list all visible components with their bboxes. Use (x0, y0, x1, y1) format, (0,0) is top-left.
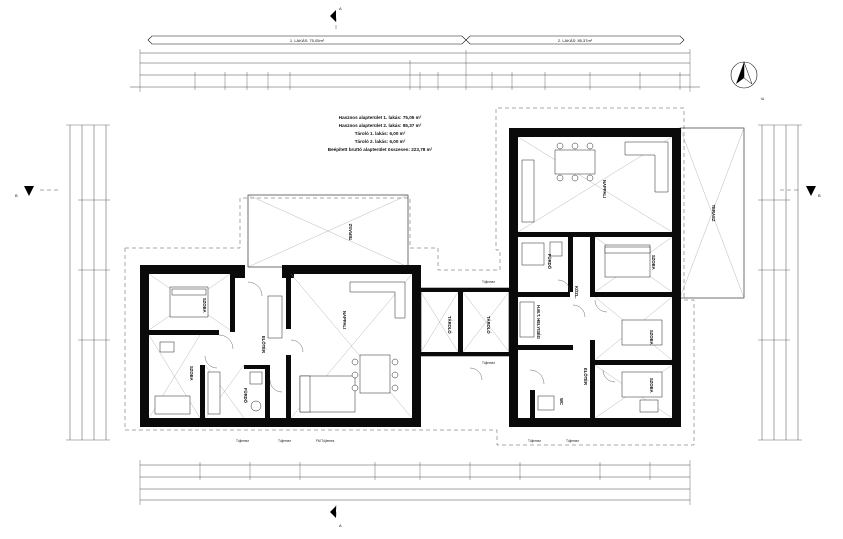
room-label-terasz-left: TERASZ (348, 223, 353, 240)
room-label-szoba-1: SZOBA (202, 298, 207, 313)
dwelling-1-walls (140, 265, 421, 427)
dwelling-2-walls (509, 128, 681, 427)
summary-line-2: Hasznos alapterület 2. lakás: 85,37 m² (339, 123, 422, 128)
room-label-eloter-right: ELŐTÉR (583, 368, 588, 385)
footer-label: Tújlemez (236, 439, 249, 443)
door-swings (204, 279, 616, 393)
terrace-right: TERASZ (679, 127, 745, 299)
side-dimension-chains (66, 124, 802, 441)
summary-line-4: Tároló 2. lakás: 6,00 m² (355, 139, 406, 144)
room-label-nappali-right: NAPPALI (602, 180, 607, 198)
eaves-outline (124, 107, 695, 446)
bottom-dimension-chains (139, 460, 691, 505)
storage-walls (420, 287, 510, 357)
footer-label: FM Tújlemez (316, 439, 335, 443)
summary-line-3: Tároló 1. lakás: 6,00 m² (355, 131, 406, 136)
dwelling-2-band-label: 2. LAKÁS: 85,37m² (558, 38, 593, 43)
dwelling-1-room-labels: SZOBA SZOBA FÜRDŐ ELŐTÉR NAPPALI TÁROLÓ … (189, 298, 491, 404)
footer-label: Tújlemez (482, 280, 495, 284)
room-label-szoba-3: SZOBA (651, 255, 656, 270)
room-label-wc: WC (559, 398, 564, 405)
top-dimension-chains: 1. LAKÁS: 75,05m² 2. LAKÁS: 85,37m² (130, 35, 700, 92)
footer-label: Tújlemez (278, 439, 291, 443)
section-marker-a-bottom: A (330, 505, 342, 528)
svg-text:B: B (15, 193, 18, 198)
area-summary: Hasznos alapterület 1. lakás: 75,05 m² H… (328, 115, 433, 152)
room-label-tarolo-1: TÁROLÓ (447, 316, 452, 334)
section-marker-a-top: A (330, 6, 342, 30)
summary-line-1: Hasznos alapterület 1. lakás: 75,05 m² (339, 115, 422, 120)
section-marker-b-right: B (780, 186, 821, 198)
room-label-szoba-2: SZOBA (189, 366, 194, 381)
room-label-szoba-5: SZOBA (649, 378, 654, 393)
footer-label: Tújlemez (566, 439, 579, 443)
svg-text:B: B (818, 193, 821, 198)
room-label-szoba-4: SZOBA (649, 330, 654, 345)
room-label-nappali-left: NAPPALI (342, 311, 347, 329)
svg-text:A: A (339, 523, 342, 528)
room-label-eloter-left: ELŐTÉR (261, 336, 266, 353)
room-label-hmk: H.M.T. HELYISÉG (536, 305, 541, 339)
dwelling-2-room-labels: NAPPALI FÜRDŐ SZOBA KÖZL. H.M.T. HELYISÉ… (536, 180, 656, 405)
room-label-tarolo-2: TÁROLÓ (486, 316, 491, 334)
facade-labels: Tújlemez Tújlemez FM Tújlemez Tújlemez T… (236, 280, 579, 443)
section-marker-b-left: B (15, 186, 60, 198)
footer-label: Tújlemez (482, 361, 495, 365)
room-label-terasz-right: TERASZ (711, 205, 716, 222)
footer-label: Tújlemez (528, 439, 541, 443)
svg-text:A: A (339, 6, 342, 11)
dwelling-1-band-label: 1. LAKÁS: 75,05m² (290, 38, 325, 43)
terrace-left: TERASZ (247, 194, 409, 268)
north-label: É (760, 97, 765, 100)
dwelling-1-furniture (154, 281, 406, 415)
room-label-furdo-right: FÜRDŐ (547, 254, 552, 270)
room-label-kozl: KÖZL. (574, 286, 579, 299)
dwelling-2-furniture (519, 141, 669, 413)
summary-line-5: Beépített bruttó alapterület összesen: 2… (328, 147, 433, 152)
north-arrow-icon: É (730, 61, 765, 100)
room-label-furdo-left: FÜRDŐ (243, 388, 248, 404)
